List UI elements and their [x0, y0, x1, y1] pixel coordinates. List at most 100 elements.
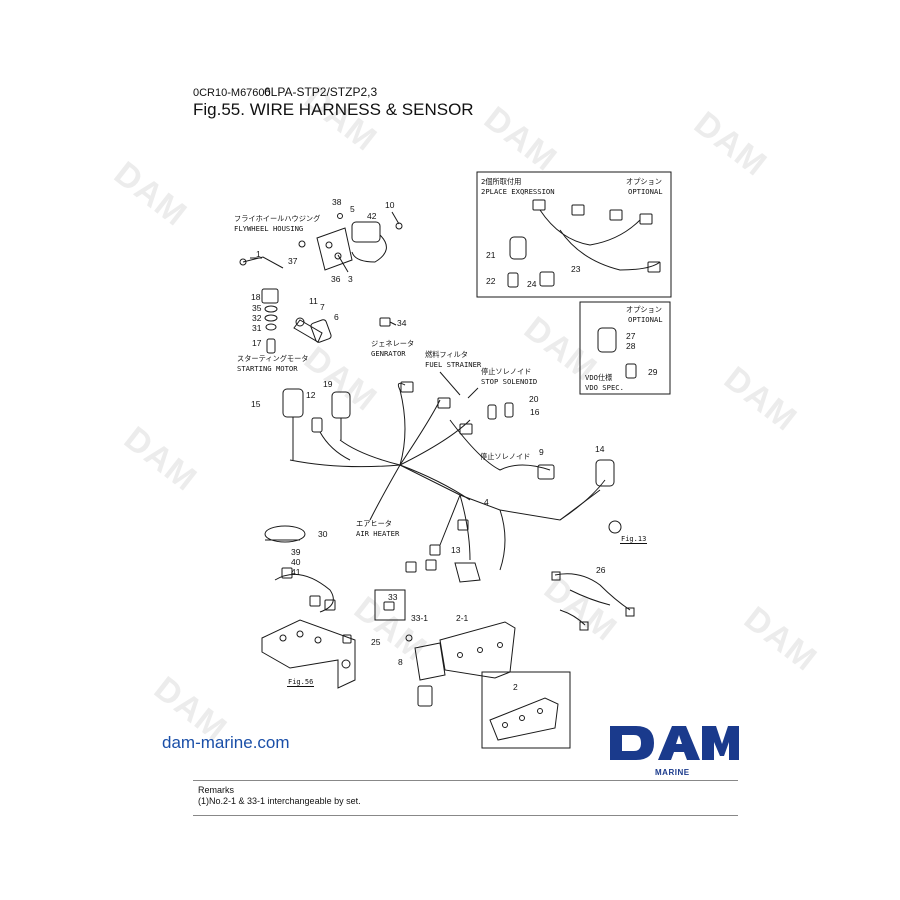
label-generator-jp: ジェネレータ — [371, 339, 415, 348]
fig-56-link[interactable]: Fig.56 — [287, 678, 315, 687]
part-9 — [537, 464, 555, 480]
part-number: 31 — [252, 323, 262, 333]
part-13 — [454, 562, 481, 583]
part-number: 34 — [397, 318, 407, 328]
part-number: 16 — [530, 407, 540, 417]
part-6 — [310, 319, 332, 343]
part-30 — [264, 525, 306, 543]
part-11-7 — [293, 319, 323, 343]
part-20 — [487, 404, 497, 420]
part-27-28 — [597, 327, 617, 353]
part-number: 14 — [595, 444, 605, 454]
part-39-41 — [274, 573, 334, 613]
part-number: 10 — [385, 200, 395, 210]
part-number: 18 — [251, 292, 261, 302]
label-fuel-jp: 燃料フィルタ — [425, 350, 468, 359]
part-number: 40 — [291, 557, 301, 567]
part-15 — [282, 388, 304, 418]
part-18 — [261, 288, 279, 304]
part-24 — [539, 271, 555, 287]
part-number: 9 — [539, 447, 544, 457]
dam-marine-logo — [610, 726, 739, 760]
label-opt1-en: OPTIONAL — [628, 187, 663, 196]
harness-26 — [554, 573, 631, 611]
part-number: 22 — [486, 276, 496, 286]
part-number: 32 — [252, 313, 262, 323]
part-number: 2 — [513, 682, 518, 692]
label-twoplace-en: 2PLACE EXQRESSION — [481, 187, 555, 196]
optional-2place-box — [476, 171, 672, 298]
logo-subtitle: MARINE — [655, 768, 690, 777]
part-number: 30 — [318, 529, 328, 539]
label-stop2-jp: 停止ソレノイド — [480, 452, 531, 461]
label-fuel-en: FUEL STRAINER — [425, 360, 482, 369]
part-number: 1 — [256, 249, 261, 259]
site-link[interactable]: dam-marine.com — [162, 733, 290, 752]
part-19 — [331, 391, 351, 419]
label-flywheel-en: FLYWHEEL HOUSING — [234, 224, 304, 233]
page-title: Fig.55. WIRE HARNESS & SENSOR — [193, 100, 474, 119]
remarks-note: (1)No.2-1 & 33-1 interchangeable by set. — [198, 796, 361, 806]
part-number: 25 — [371, 637, 381, 647]
part-33-box — [374, 589, 406, 621]
fig-13-link[interactable]: Fig.13 — [620, 535, 648, 544]
sensor-5 — [351, 221, 381, 243]
part-number: 41 — [291, 567, 301, 577]
part-number: 36 — [331, 274, 341, 284]
part-number: 4 — [484, 497, 489, 507]
label-starting-jp: スターティングモータ — [237, 354, 309, 363]
part-number: 5 — [350, 204, 355, 214]
harness-23 — [539, 209, 641, 246]
part-number: 11 — [309, 296, 318, 306]
label-vdo-en: VDO SPEC. — [585, 383, 624, 392]
remarks-title: Remarks — [198, 785, 235, 795]
part-number: 23 — [571, 264, 581, 274]
part-number: 35 — [252, 303, 262, 313]
part-17 — [266, 338, 276, 354]
model-number: 6LPA-STP2/STZP2,3 — [264, 85, 378, 99]
part-number: 38 — [332, 197, 342, 207]
part-number: 26 — [596, 565, 606, 575]
divider — [193, 815, 738, 816]
part-number: 13 — [451, 545, 461, 555]
part-number: 28 — [626, 341, 636, 351]
label-flywheel-jp: フライホイールハウジング — [234, 214, 321, 223]
part-number: 33 — [388, 592, 398, 602]
bracket-2 — [489, 697, 559, 741]
part-number: 12 — [306, 390, 316, 400]
part-number: 39 — [291, 547, 301, 557]
part-number: 29 — [648, 367, 658, 377]
label-stop-jp: 停止ソレノイド — [481, 367, 532, 376]
part-number: 7 — [320, 302, 325, 312]
part-number: 21 — [486, 250, 496, 260]
part-number: 33-1 — [411, 613, 429, 623]
label-stop-en: STOP SOLENOID — [481, 377, 538, 386]
divider — [193, 780, 738, 781]
part-number: 2-1 — [456, 613, 469, 623]
part-number: 37 — [288, 256, 298, 266]
part-number: 8 — [398, 657, 403, 667]
part-number: 20 — [529, 394, 539, 404]
label-air-en: AIR HEATER — [356, 529, 400, 538]
part-number: 15 — [251, 399, 261, 409]
part-number: 42 — [367, 211, 377, 221]
label-starting-en: STARTING MOTOR — [237, 364, 298, 373]
label-vdo-jp: VDO仕様 — [585, 373, 613, 382]
part-21 — [509, 236, 527, 260]
part-number: 24 — [527, 279, 537, 289]
part-16 — [504, 402, 514, 418]
document-code: 0CR10-M67600 — [193, 87, 271, 99]
part-25-plate — [261, 619, 356, 689]
part-34 — [379, 317, 391, 327]
part-1 — [242, 256, 284, 269]
part-number: 6 — [334, 312, 339, 322]
part-number: 19 — [323, 379, 333, 389]
label-opt2-jp: オプション — [626, 305, 662, 314]
part-number: 3 — [348, 274, 353, 284]
label-air-jp: エアヒータ — [356, 519, 392, 528]
part-29 — [625, 363, 637, 379]
part-number: 27 — [626, 331, 636, 341]
bracket-2-1 — [439, 621, 516, 679]
label-opt1-jp: オプション — [626, 177, 662, 186]
part-12 — [311, 417, 323, 433]
